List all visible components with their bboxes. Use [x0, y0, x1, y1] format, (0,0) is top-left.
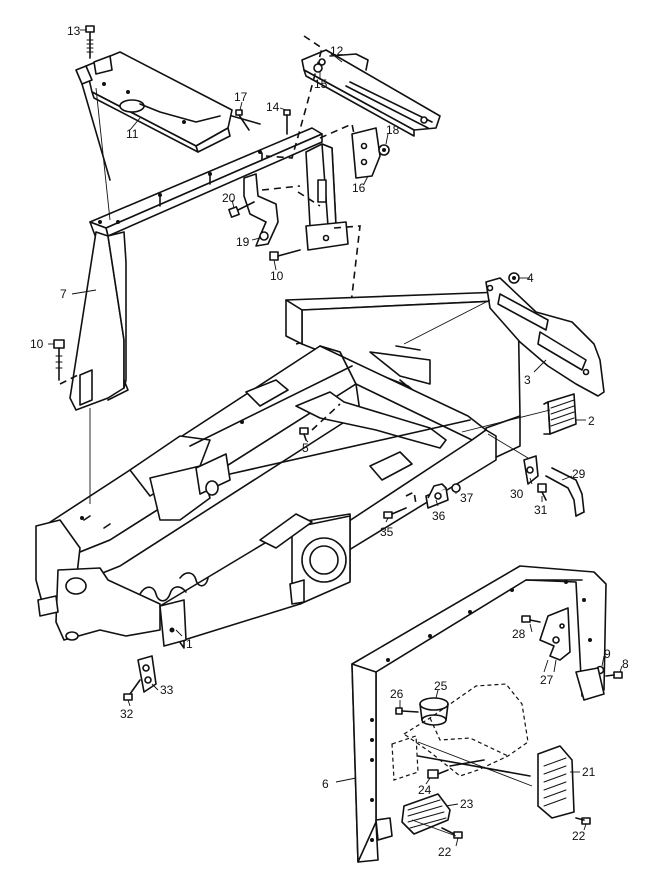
mounting-plate-11 — [75, 51, 261, 181]
bracket-33 — [137, 655, 157, 693]
callout-3: 3 — [524, 373, 531, 387]
callout-7: 7 — [60, 287, 67, 301]
callout-17: 17 — [234, 90, 248, 104]
bolt-28 — [521, 615, 541, 623]
callout-25: 25 — [434, 679, 448, 693]
bolt-10-upper — [269, 249, 301, 261]
bolt-13 — [85, 25, 95, 59]
callout-24: 24 — [418, 783, 432, 797]
callout-10a: 10 — [30, 337, 44, 351]
clamp-36 — [425, 483, 449, 509]
callout-23: 23 — [460, 797, 474, 811]
clamp-25 — [419, 697, 449, 726]
callout-1: 1 — [186, 637, 193, 651]
callout-19: 19 — [236, 235, 250, 249]
callout-14: 14 — [266, 100, 280, 114]
callout-15: 15 — [314, 77, 328, 91]
bracket-19 — [243, 173, 301, 247]
callout-22b: 22 — [438, 845, 452, 859]
callout-31: 31 — [534, 503, 548, 517]
chassis-frame-1 — [35, 345, 497, 649]
bolt-24 — [427, 769, 449, 779]
callout-35: 35 — [380, 525, 394, 539]
bolt-22-right — [575, 817, 591, 825]
bolt-22-bottom — [441, 827, 463, 839]
callout-20: 20 — [222, 191, 236, 205]
bolt-8 — [605, 671, 623, 679]
bolt-31 — [537, 483, 547, 501]
callout-9: 9 — [604, 647, 611, 661]
bolt-14 — [283, 109, 291, 135]
callout-26: 26 — [390, 687, 404, 701]
callout-13: 13 — [67, 24, 81, 38]
bracket-30 — [523, 455, 539, 485]
alignment-lines — [89, 87, 551, 837]
rear-crosstube — [285, 291, 521, 461]
callout-16: 16 — [352, 181, 366, 195]
bracket-12 — [301, 49, 441, 137]
callout-33: 33 — [160, 683, 174, 697]
callout-36: 36 — [432, 509, 446, 523]
callout-5: 5 — [302, 441, 309, 455]
bracket-27 — [539, 607, 571, 661]
leader-lines — [48, 29, 623, 847]
bolt-20 — [228, 201, 255, 218]
callout-27: 27 — [540, 673, 554, 687]
nut-18 — [378, 144, 390, 156]
dashed-outline-12 — [265, 35, 323, 159]
callout-37: 37 — [460, 491, 474, 505]
callout-32: 32 — [120, 707, 134, 721]
bolt-32 — [123, 679, 141, 701]
callout-2: 2 — [588, 414, 595, 428]
nut-15 — [313, 63, 323, 73]
callout-10b: 10 — [270, 269, 284, 283]
callout-labels: 13 12 15 11 17 14 18 16 20 19 10 7 10 4 … — [30, 24, 629, 859]
callout-12: 12 — [330, 44, 344, 58]
bolt-17 — [235, 109, 250, 131]
bolt-26 — [395, 707, 419, 715]
rops-frame-6 — [351, 565, 607, 863]
callout-18: 18 — [386, 123, 400, 137]
callout-29: 29 — [572, 467, 586, 481]
bolt-35 — [383, 490, 417, 519]
callout-8: 8 — [622, 657, 629, 671]
nut-4 — [508, 272, 520, 284]
callout-6: 6 — [322, 777, 329, 791]
callout-22a: 22 — [572, 829, 586, 843]
callout-4: 4 — [527, 271, 534, 285]
plate-3 — [485, 277, 605, 397]
callout-30: 30 — [510, 487, 524, 501]
upper-crossmember-7 — [69, 127, 323, 411]
callout-11: 11 — [126, 127, 139, 141]
end-cap-2 — [543, 393, 577, 435]
callout-28: 28 — [512, 627, 526, 641]
callout-21: 21 — [582, 765, 596, 779]
post-bracket-16 — [295, 122, 381, 345]
bolt-5 — [299, 403, 341, 441]
nut-37 — [451, 483, 461, 493]
grille-21 — [537, 745, 575, 819]
grille-23 — [401, 793, 451, 835]
tab-bracket — [575, 667, 605, 701]
shroud-dashed — [391, 683, 531, 781]
pipe-29 — [545, 467, 585, 517]
